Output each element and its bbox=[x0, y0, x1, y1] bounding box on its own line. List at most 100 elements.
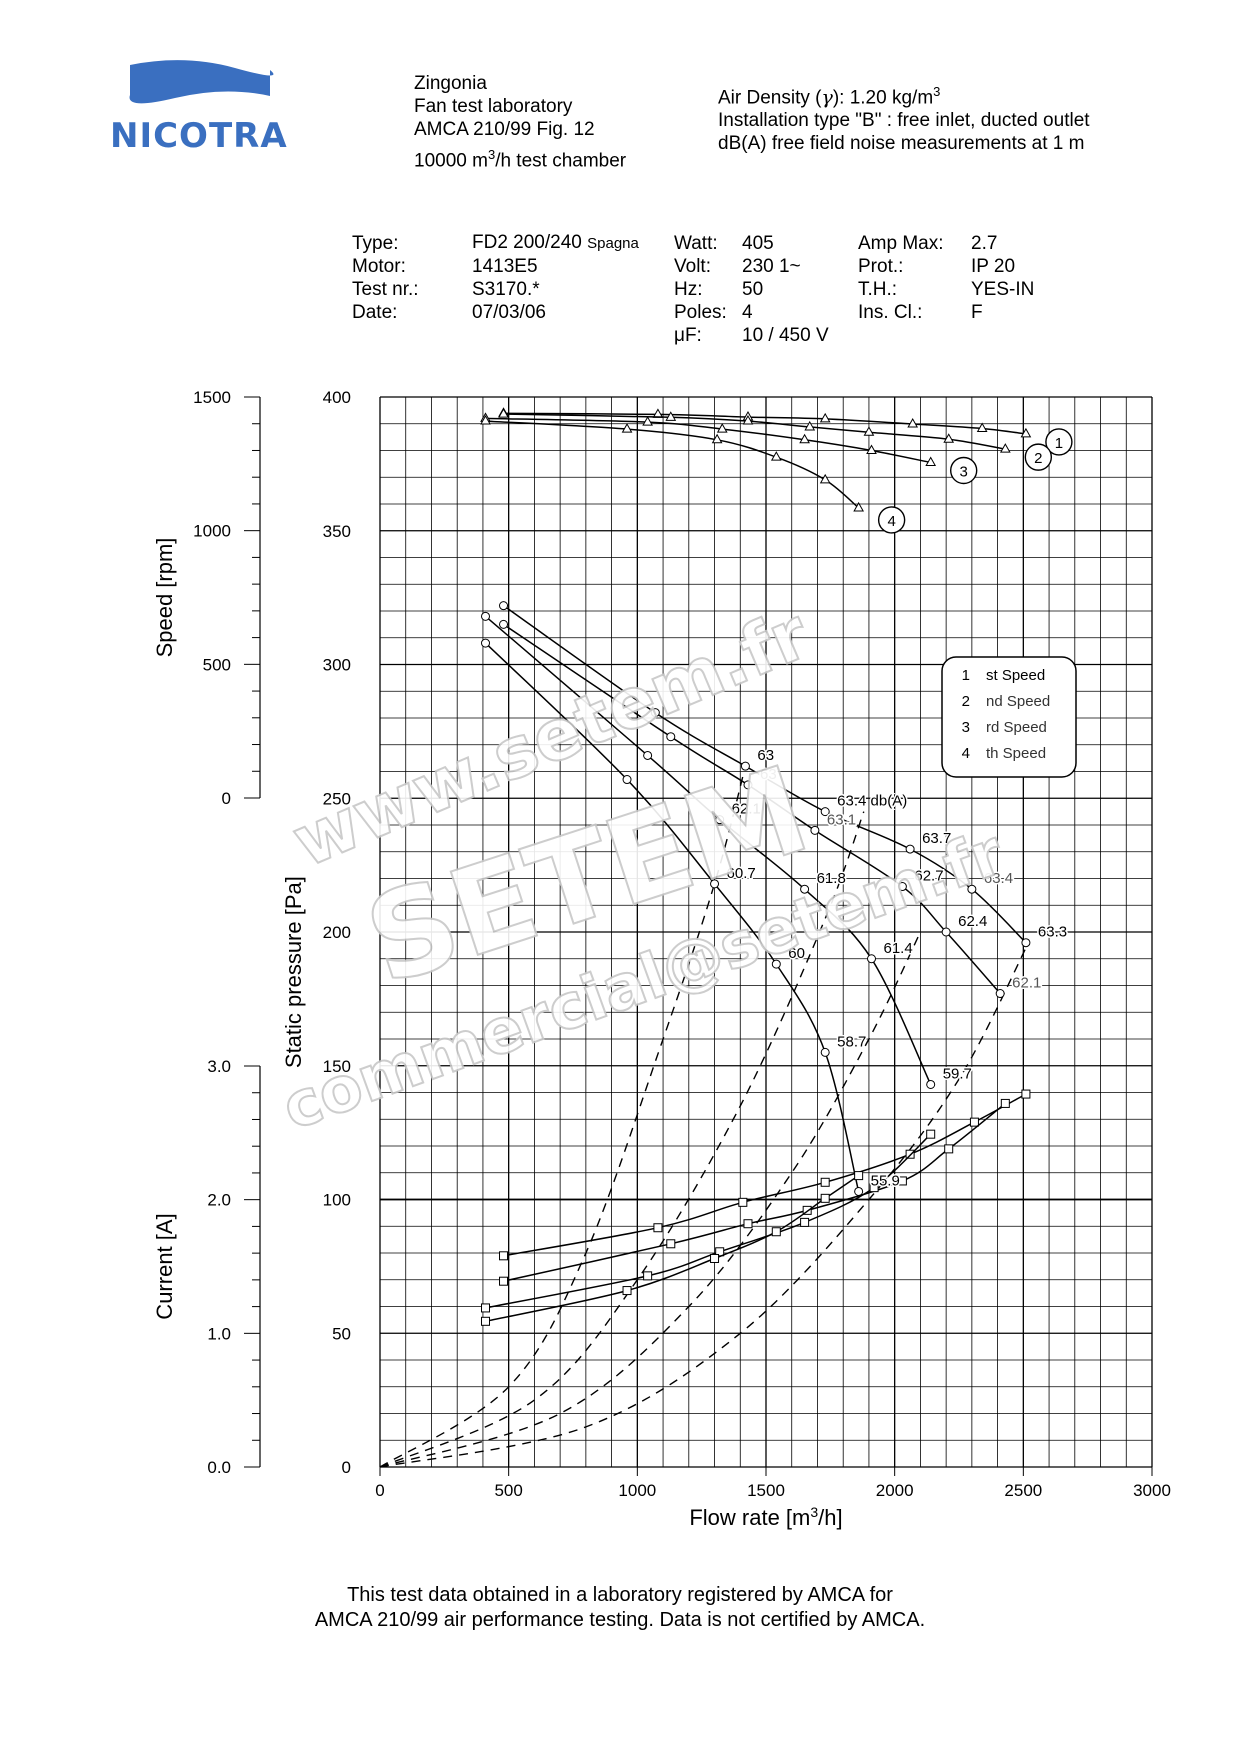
pressure-point bbox=[666, 732, 676, 742]
speed-tick-label: 500 bbox=[203, 655, 231, 674]
legend-label: rd Speed bbox=[986, 719, 1047, 736]
noise-label: 59.7 bbox=[943, 1065, 972, 1082]
pressure-curve-3 bbox=[485, 615, 932, 1085]
speed-point bbox=[925, 456, 937, 466]
footer-line: This test data obtained in a laboratory … bbox=[347, 1584, 893, 1606]
noise-label: 63 bbox=[757, 747, 774, 764]
current-point bbox=[926, 1129, 936, 1139]
lab-line: Zingonia bbox=[414, 73, 487, 94]
current-point bbox=[499, 1276, 509, 1286]
footer-note: This test data obtained in a laboratory … bbox=[0, 1583, 1240, 1633]
speed-point bbox=[804, 420, 816, 431]
pressure-point bbox=[499, 601, 509, 611]
spec-value: 10 / 450 V bbox=[742, 325, 829, 346]
current-point bbox=[800, 1217, 810, 1227]
noise-label: 61.4 bbox=[884, 940, 913, 957]
speed-point bbox=[943, 433, 955, 443]
noise-label: 60.7 bbox=[727, 865, 756, 882]
current-point bbox=[481, 1316, 491, 1326]
noise-label: 55.9 bbox=[871, 1172, 900, 1189]
spec-value: 4 bbox=[742, 302, 753, 323]
current-curve-3 bbox=[485, 1133, 932, 1309]
x-tick-label: 0 bbox=[375, 1481, 384, 1500]
pressure-point bbox=[967, 884, 977, 894]
curve-number: 2 bbox=[1034, 450, 1042, 467]
speed-point bbox=[819, 412, 831, 423]
current-point bbox=[897, 1176, 907, 1186]
speed-point bbox=[742, 415, 754, 425]
lab-line: Fan test laboratory bbox=[414, 96, 573, 117]
pressure-axis-label: Static pressure [Pa] bbox=[281, 876, 306, 1068]
pressure-tick-label: 300 bbox=[323, 656, 351, 675]
speed-point bbox=[716, 423, 728, 433]
current-point bbox=[481, 1303, 491, 1313]
speed-point bbox=[976, 422, 988, 433]
pressure-tick-label: 100 bbox=[323, 1191, 351, 1210]
current-tick-label: 1.0 bbox=[207, 1324, 231, 1343]
pressure-point bbox=[867, 954, 877, 964]
pressure-point bbox=[740, 761, 750, 771]
speed-point bbox=[770, 451, 782, 461]
pressure-point bbox=[650, 708, 660, 718]
legend-number: 2 bbox=[962, 693, 970, 710]
current-tick-label: 0.0 bbox=[207, 1458, 231, 1477]
curve-number-badge bbox=[877, 506, 906, 534]
noise-label: 63 bbox=[760, 766, 777, 783]
x-axis-label: Flow rate [m3/h] bbox=[689, 1504, 842, 1530]
noise-label: 62.7 bbox=[914, 868, 943, 885]
speed-point bbox=[866, 444, 877, 454]
noise-label: 63.3 bbox=[1038, 924, 1067, 941]
speed-point bbox=[480, 415, 491, 425]
spec-label: Test nr.: bbox=[352, 279, 419, 300]
current-axis-label: Current [A] bbox=[152, 1213, 177, 1319]
pressure-tick-label: 0 bbox=[342, 1458, 351, 1477]
spec-value: YES-IN bbox=[971, 279, 1035, 300]
spec-label: Hz: bbox=[674, 279, 703, 300]
pressure-point bbox=[941, 927, 951, 937]
speed-curve-2 bbox=[503, 413, 1006, 450]
spec-value: FD2 200/240 Spagna bbox=[472, 232, 639, 253]
pressure-point bbox=[926, 1079, 936, 1089]
spec-value: 405 bbox=[742, 232, 774, 254]
legend-number: 3 bbox=[962, 719, 970, 736]
speed-point bbox=[819, 473, 831, 484]
pressure-point bbox=[820, 807, 830, 817]
current-point bbox=[710, 1253, 720, 1263]
speed-point bbox=[999, 443, 1011, 453]
system-resistance-curve bbox=[379, 931, 922, 1468]
spec-label: μF: bbox=[674, 325, 702, 346]
footer-line: AMCA 210/99 air performance testing. Dat… bbox=[314, 1609, 926, 1631]
current-point bbox=[743, 1219, 753, 1229]
pressure-point bbox=[820, 1047, 830, 1057]
current-point bbox=[653, 1223, 663, 1233]
spec-value: F bbox=[971, 302, 983, 323]
pressure-point bbox=[743, 780, 753, 790]
pressure-curve-4 bbox=[484, 642, 860, 1192]
pressure-point bbox=[710, 879, 720, 889]
lab-line: AMCA 210/99 Fig. 12 bbox=[414, 119, 595, 140]
speed-point bbox=[863, 426, 875, 436]
legend-number: 1 bbox=[962, 667, 970, 684]
spec-value: 1413E5 bbox=[472, 256, 538, 277]
logo-text: NICOTRA bbox=[110, 116, 288, 156]
spec-value: 230 1~ bbox=[742, 256, 801, 277]
current-point bbox=[499, 1251, 509, 1261]
test-chamber: 10000 m3/h test chamber bbox=[414, 147, 627, 172]
speed-axis-label: Speed [rpm] bbox=[152, 538, 177, 658]
pressure-point bbox=[622, 775, 632, 785]
legend-box bbox=[941, 656, 1077, 778]
current-point bbox=[854, 1171, 864, 1181]
x-tick-label: 3000 bbox=[1133, 1481, 1171, 1500]
speed-point bbox=[498, 408, 509, 418]
curve-number-badge bbox=[1024, 443, 1053, 471]
current-tick-label: 2.0 bbox=[207, 1191, 231, 1210]
legend-label: st Speed bbox=[986, 667, 1045, 684]
x-tick-label: 2000 bbox=[876, 1481, 914, 1500]
spec-label: Motor: bbox=[352, 256, 406, 277]
noise-label: 63.1 bbox=[827, 811, 856, 828]
noise-label: 62.1 bbox=[1012, 975, 1041, 992]
speed-tick-label: 1000 bbox=[193, 522, 231, 541]
spec-label: Type: bbox=[352, 232, 399, 254]
lab-info: Zingonia Fan test laboratory AMCA 210/99… bbox=[414, 72, 626, 172]
